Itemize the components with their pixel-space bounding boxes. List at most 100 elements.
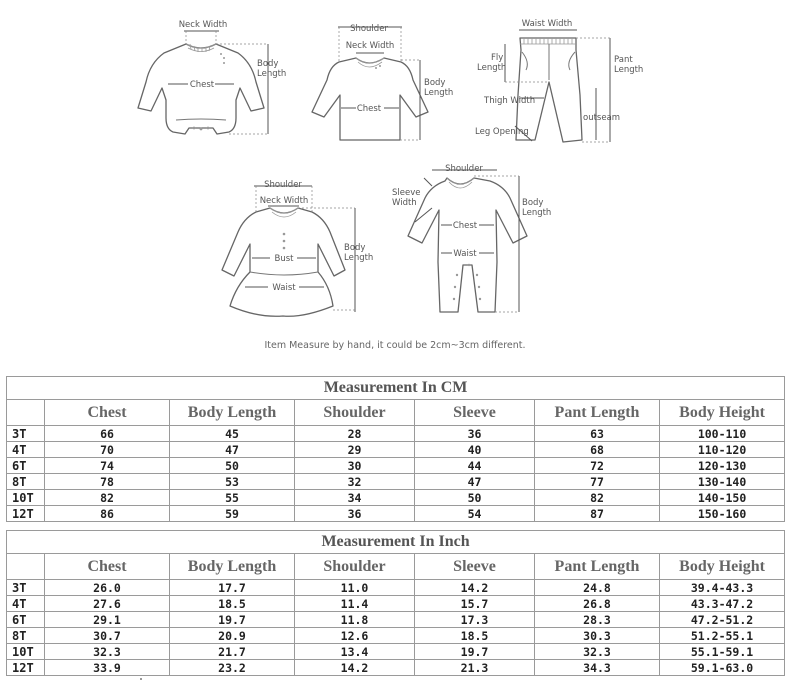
cell-shoulder: 30 [294,457,415,474]
cell-body-height: 51.2-55.1 [658,627,786,644]
cell-pant-length: 24.8 [534,579,660,596]
cell-body-length: 18.5 [169,595,295,612]
cell-body-height: 140-150 [658,489,786,506]
cell-pant-length: 68 [534,441,660,458]
size-table-inch: Measurement In Inch Chest Body Length Sh… [5,530,786,676]
pants-waist-width-label: Waist Width [522,19,573,29]
pants-leg-opening-label: Leg Opening [475,127,529,137]
cell-body-height: 110-120 [658,441,786,458]
cell-body-height: 100-110 [658,425,786,442]
cell-pant-length: 28.3 [534,611,660,628]
cell-sleeve: 18.5 [414,627,535,644]
table-header-body-height: Body Height [658,399,786,426]
cell-shoulder: 11.4 [294,595,415,612]
romper-waist-label: Waist [453,249,477,259]
table-title-cm: Measurement In CM [5,376,786,400]
cell-shoulder: 11.8 [294,611,415,628]
top-neck-width-label: Neck Width [346,41,395,51]
table-header-size [6,553,45,580]
cell-sleeve: 54 [414,505,535,522]
table-header-row: Chest Body Length Shoulder Sleeve Pant L… [6,553,786,580]
cell-sleeve: 14.2 [414,579,535,596]
cell-size: 10T [6,489,45,506]
cell-body-length: 20.9 [169,627,295,644]
cell-pant-length: 82 [534,489,660,506]
cell-size: 12T [6,505,45,522]
cell-shoulder: 34 [294,489,415,506]
cell-body-length: 19.7 [169,611,295,628]
table-header-size [6,399,45,426]
cell-body-length: 50 [169,457,295,474]
cell-body-height: 47.2-51.2 [658,611,786,628]
cell-chest: 74 [44,457,170,474]
cell-body-length: 47 [169,441,295,458]
cell-chest: 33.9 [44,659,170,676]
cell-sleeve: 19.7 [414,643,535,660]
table-header-sleeve: Sleeve [414,399,535,426]
cell-chest: 32.3 [44,643,170,660]
table-header-body-length: Body Length [169,399,295,426]
cell-pant-length: 34.3 [534,659,660,676]
cell-sleeve: 44 [414,457,535,474]
dress-neck-width-label: Neck Width [260,196,309,206]
cell-pant-length: 77 [534,473,660,490]
cell-shoulder: 13.4 [294,643,415,660]
cell-size: 3T [6,425,45,442]
size-table-cm: Measurement In CM Chest Body Length Shou… [5,376,786,522]
cell-chest: 86 [44,505,170,522]
cell-sleeve: 47 [414,473,535,490]
cell-size: 3T [6,579,45,596]
cell-body-length: 53 [169,473,295,490]
top-chest-label: Chest [357,104,382,114]
cell-body-height: 59.1-63.0 [658,659,786,676]
cell-sleeve: 36 [414,425,535,442]
cell-body-height: 120-130 [658,457,786,474]
cell-chest: 30.7 [44,627,170,644]
cell-body-height: 130-140 [658,473,786,490]
cell-size: 8T [6,473,45,490]
cell-size: 10T [6,643,45,660]
cell-size: 4T [6,595,45,612]
pants-thigh-width-label: Thigh Width [483,96,535,106]
cell-shoulder: 14.2 [294,659,415,676]
cell-body-height: 43.3-47.2 [658,595,786,612]
cell-chest: 26.0 [44,579,170,596]
table-header-body-height: Body Height [658,553,786,580]
cell-body-length: 45 [169,425,295,442]
cell-pant-length: 32.3 [534,643,660,660]
cell-pant-length: 26.8 [534,595,660,612]
dress-bust-label: Bust [275,254,295,264]
table-header-sleeve: Sleeve [414,553,535,580]
table-header-row: Chest Body Length Shoulder Sleeve Pant L… [6,399,786,426]
table-header-shoulder: Shoulder [294,399,415,426]
pants-outseam-label: outseam [583,113,620,123]
cell-chest: 29.1 [44,611,170,628]
cell-sleeve: 40 [414,441,535,458]
bodysuit-neck-width-label: Neck Width [179,20,228,30]
cell-size: 4T [6,441,45,458]
romper-shoulder-label: Shoulder [445,164,483,174]
cell-chest: 78 [44,473,170,490]
cell-sleeve: 15.7 [414,595,535,612]
table-header-pant-length: Pant Length [534,399,660,426]
measurement-note: Item Measure by hand, it could be 2cm~3c… [264,340,526,351]
